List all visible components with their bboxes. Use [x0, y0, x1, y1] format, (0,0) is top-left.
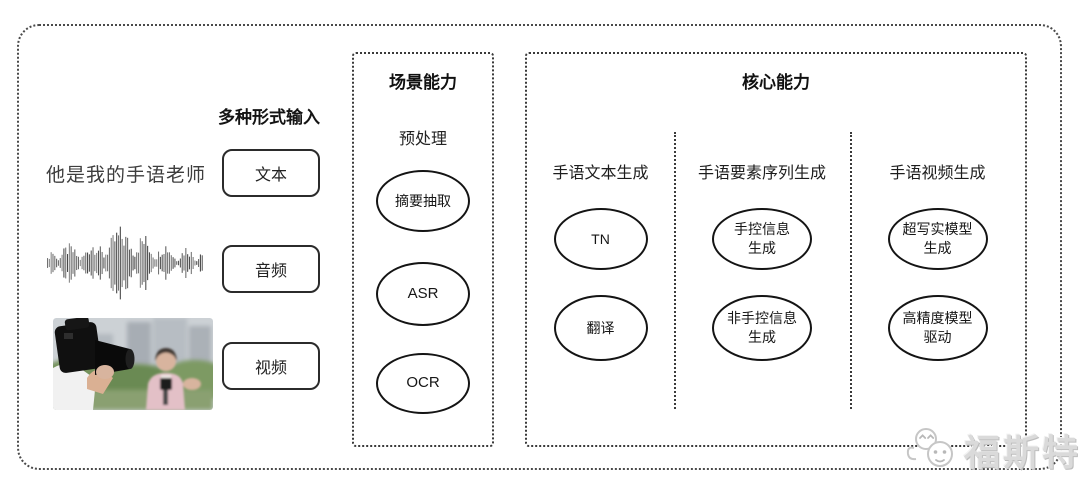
- watermark-mascot-icon: [906, 428, 953, 467]
- node-tn: TN: [553, 208, 648, 270]
- node-summary-extraction-label: 摘要抽取: [395, 192, 451, 209]
- node-non-manual-info-generation-label: 非手控信息 生成: [727, 310, 797, 345]
- node-high-precision-model-driving-label: 高精度模型 驱动: [902, 310, 973, 345]
- watermark-text: 福斯特: [964, 432, 1080, 473]
- node-tn-label: TN: [591, 230, 610, 247]
- input-section-header: 多种形式输入: [218, 108, 320, 127]
- column-1-header: 手语文本生成: [552, 165, 649, 182]
- input-box-audio: 音频: [222, 245, 320, 293]
- scene-panel-title: 场景能力: [389, 73, 457, 92]
- input-box-video: 视频: [222, 342, 320, 390]
- column-divider-2: [850, 132, 852, 409]
- scene-panel-subtitle: 预处理: [398, 131, 447, 148]
- column-sign-element-sequence-generation: 手语要素序列生成 手控信息 生成 非手控信息 生成: [674, 54, 850, 445]
- column-sign-video-generation: 手语视频生成 超写实模型 生成 高精度模型 驱动: [850, 54, 1025, 445]
- core-capability-panel: 核心能力 手语文本生成 TN 翻译 手语要素序列生成 手控信息 生成 非手控信息…: [525, 52, 1027, 447]
- input-box-text-label: 文本: [254, 167, 287, 184]
- node-manual-info-generation-label: 手控信息 生成: [734, 221, 790, 256]
- watermark: 福斯特: [902, 424, 1080, 476]
- node-hyperrealistic-model-generation: 超写实模型 生成: [887, 208, 988, 270]
- node-hyperrealistic-model-generation-label: 超写实模型 生成: [902, 221, 973, 256]
- input-box-audio-label: 音频: [254, 263, 287, 280]
- node-asr: ASR: [376, 262, 470, 326]
- column-2-header: 手语要素序列生成: [697, 165, 826, 182]
- sample-text: 他是我的手语老师: [46, 165, 207, 186]
- video-thumbnail-image: [53, 318, 213, 410]
- node-non-manual-info-generation: 非手控信息 生成: [712, 295, 812, 361]
- scene-capability-panel: 场景能力 预处理 摘要抽取 ASR OCR: [352, 52, 494, 447]
- input-box-text: 文本: [222, 149, 320, 197]
- node-high-precision-model-driving: 高精度模型 驱动: [887, 295, 988, 361]
- column-divider-1: [674, 132, 676, 409]
- node-manual-info-generation: 手控信息 生成: [712, 208, 812, 270]
- column-sign-text-generation: 手语文本生成 TN 翻译: [527, 54, 674, 445]
- node-translation: 翻译: [553, 295, 648, 361]
- audio-waveform-image: [47, 226, 203, 300]
- outer-dotted-frame: [17, 24, 1062, 470]
- column-3-header: 手语视频生成: [889, 165, 986, 182]
- node-ocr: OCR: [376, 353, 470, 414]
- node-translation-label: 翻译: [586, 319, 615, 336]
- core-panel-title: 核心能力: [742, 73, 810, 92]
- node-ocr-label: OCR: [406, 374, 440, 392]
- input-box-video-label: 视频: [254, 360, 287, 377]
- node-asr-label: ASR: [407, 284, 439, 302]
- node-summary-extraction: 摘要抽取: [376, 170, 470, 232]
